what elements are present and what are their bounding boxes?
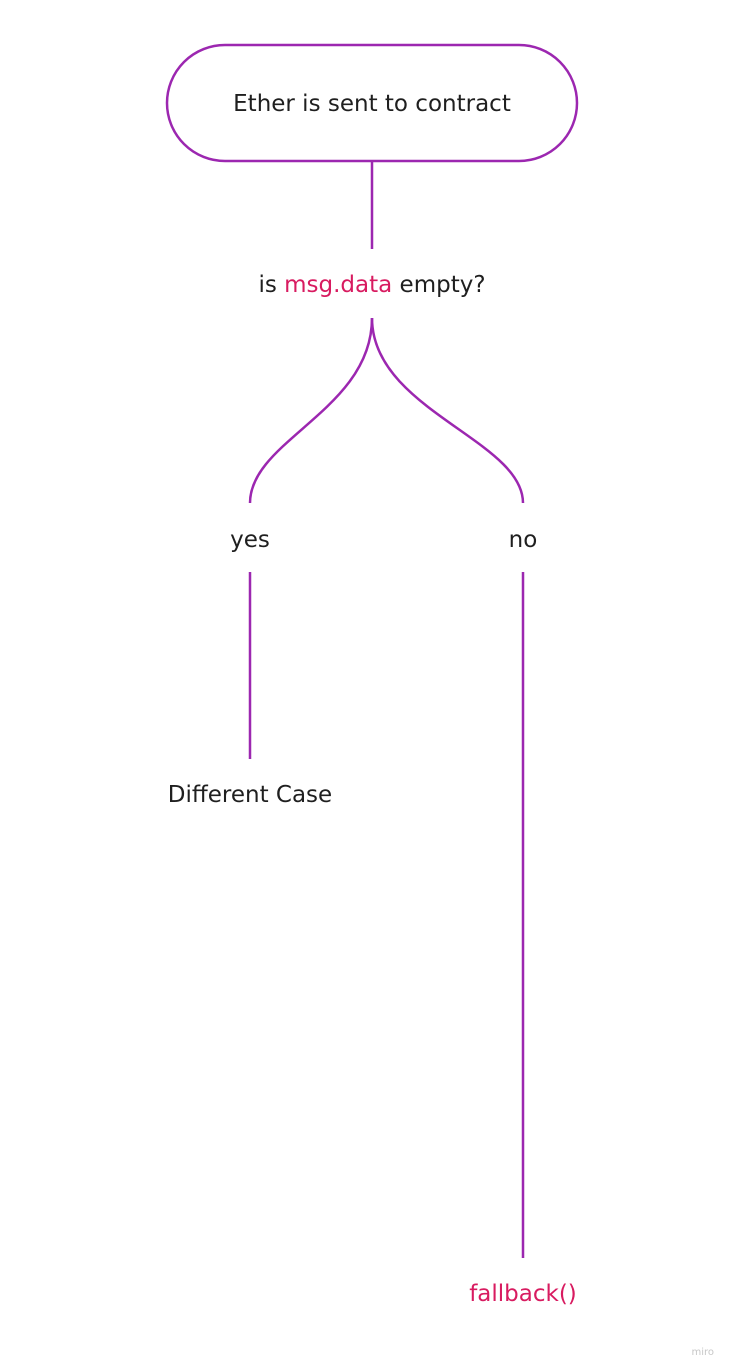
start-node-shape xyxy=(165,43,579,163)
decision-highlight: msg.data xyxy=(284,272,392,298)
outcome-no-label: fallback() xyxy=(469,1281,577,1307)
start-node-label: Ether is sent to contract xyxy=(233,91,511,117)
connector-branch-no xyxy=(370,317,525,504)
outcome-yes-label: Different Case xyxy=(168,782,332,808)
branch-yes-label: yes xyxy=(230,527,270,553)
watermark-text: miro xyxy=(691,1347,714,1358)
decision-prefix: is xyxy=(258,272,284,298)
branch-no-label: no xyxy=(509,527,538,553)
decision-suffix: empty? xyxy=(392,272,485,298)
connector-branch-yes xyxy=(248,317,374,504)
decision-label: is msg.data empty? xyxy=(258,272,485,298)
